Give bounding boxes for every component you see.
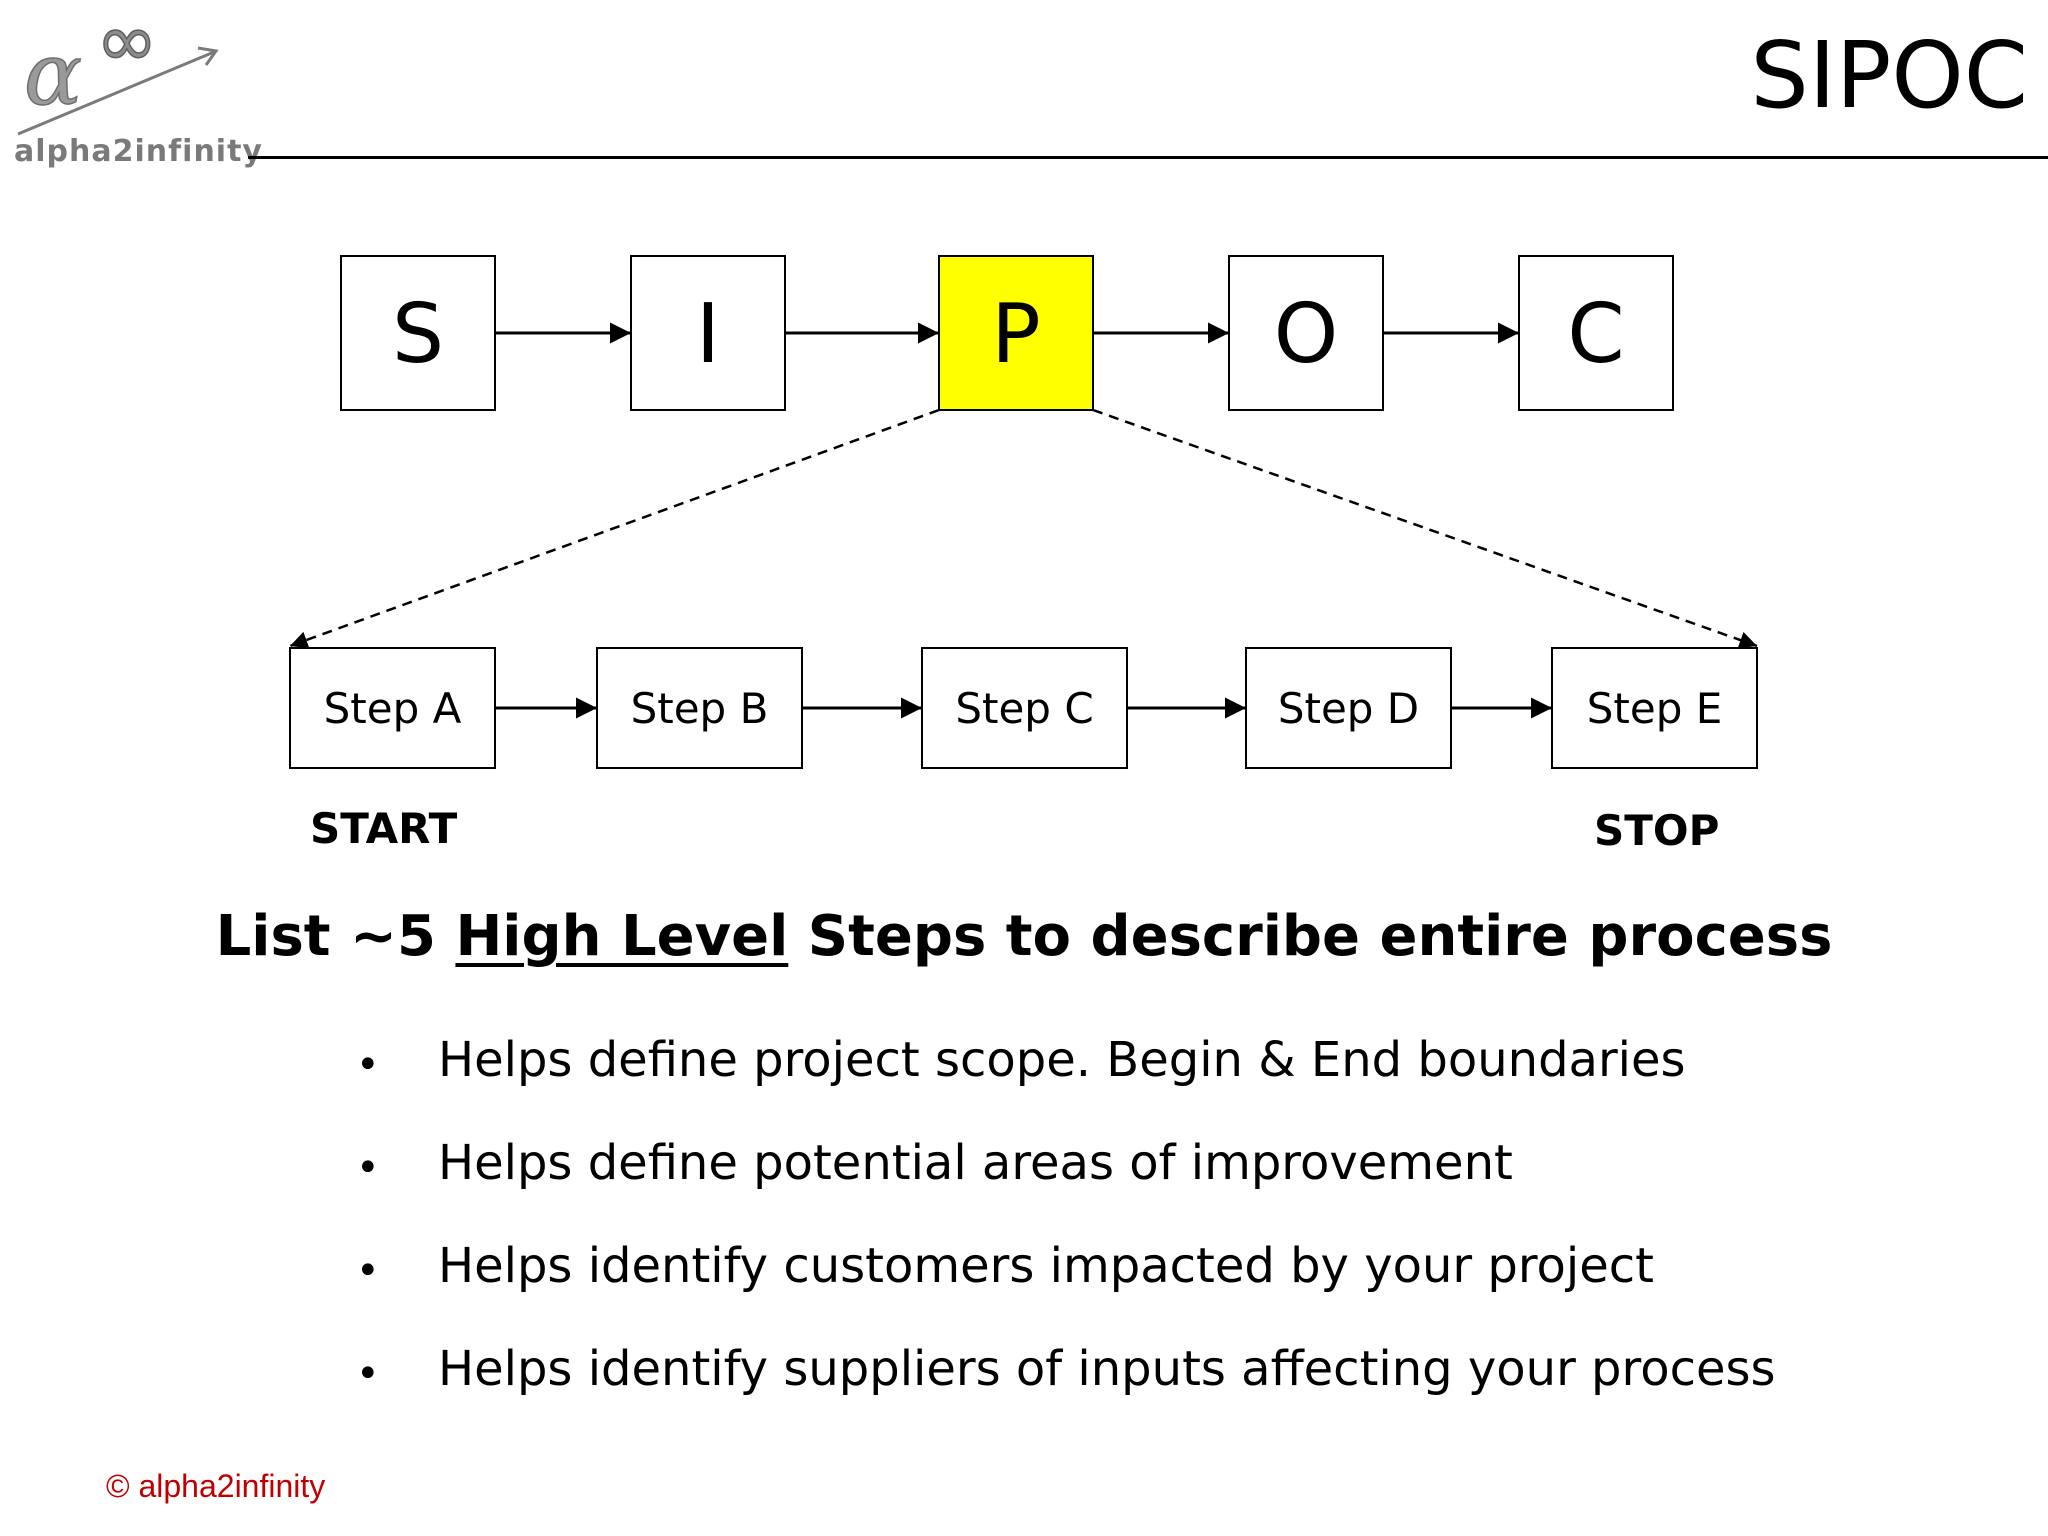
sipoc-letter: C (1567, 287, 1624, 382)
process-step-box: Step E (1551, 647, 1758, 769)
sipoc-letter: P (991, 287, 1040, 382)
sipoc-box-o: O (1228, 255, 1384, 411)
headline-suffix: Steps to describe entire process (788, 904, 1833, 969)
list-item-text: Helps define project scope. Begin & End … (438, 1032, 1686, 1088)
start-label: START (310, 804, 458, 853)
expand-connector-right (1092, 408, 1758, 649)
list-item-text: Helps identify suppliers of inputs affec… (438, 1341, 1776, 1397)
headline-prefix: List ~5 (215, 904, 456, 969)
sipoc-letter: S (392, 287, 444, 382)
header-divider (248, 156, 2048, 159)
expand-connector-left (289, 408, 940, 649)
process-step-box: Step D (1245, 647, 1452, 769)
process-step-box: Step B (596, 647, 803, 769)
bullet-icon: • (356, 1248, 380, 1294)
page-title: SIPOC (1750, 22, 2028, 129)
alpha2infinity-logo-icon: α ∞ (17, 8, 219, 136)
copyright-notice: © alpha2infinity (106, 1468, 326, 1504)
process-step-label: Step E (1587, 684, 1723, 733)
sipoc-box-p: P (938, 255, 1094, 411)
bullet-icon: • (356, 1351, 380, 1397)
sipoc-letter: O (1274, 287, 1339, 382)
process-step-label: Step C (955, 684, 1093, 733)
list-item-text: Helps define potential areas of improvem… (438, 1135, 1513, 1191)
sipoc-box-c: C (1518, 255, 1674, 411)
sipoc-box-s: S (340, 255, 496, 411)
process-step-box: Step C (921, 647, 1128, 769)
process-step-label: Step B (631, 684, 769, 733)
svg-text:∞: ∞ (96, 8, 158, 84)
bullet-icon: • (356, 1042, 380, 1088)
sipoc-box-i: I (630, 255, 786, 411)
process-step-label: Step A (324, 684, 462, 733)
list-item-text: Helps identify customers impacted by you… (438, 1238, 1654, 1294)
svg-text:α: α (24, 25, 82, 125)
process-step-box: Step A (289, 647, 496, 769)
bullet-icon: • (356, 1145, 380, 1191)
headline-emphasis: High Level (455, 904, 789, 969)
headline: List ~5 High Level Steps to describe ent… (0, 904, 2048, 969)
sipoc-letter: I (696, 287, 720, 382)
stop-label: STOP (1594, 806, 1720, 855)
process-step-label: Step D (1278, 684, 1419, 733)
logo-wordmark: alpha2infinity (14, 134, 263, 169)
